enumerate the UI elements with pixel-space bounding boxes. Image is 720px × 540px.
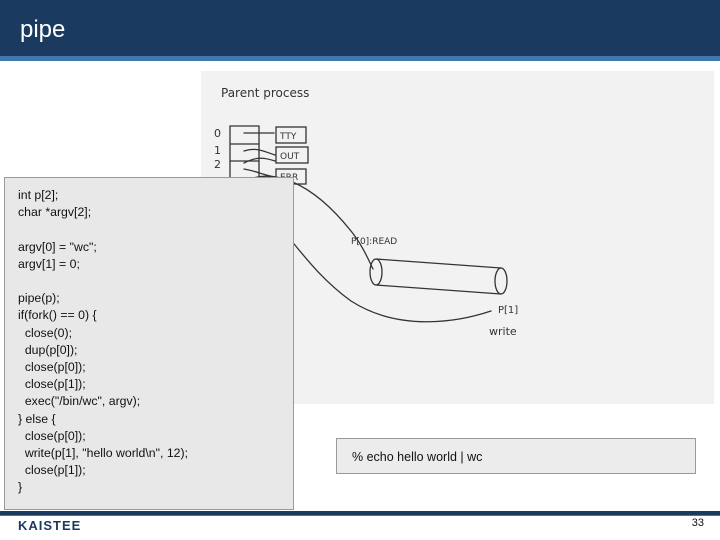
fd-label-1: 1 — [214, 144, 221, 157]
command-panel: % echo hello world | wc — [336, 438, 696, 474]
write-end-label: P[1] — [498, 305, 518, 316]
shell-command: % echo hello world | wc — [352, 450, 483, 464]
tty-box — [275, 126, 307, 144]
read-end-label: P[0]:READ — [351, 237, 397, 247]
title-accent-stripe — [0, 56, 720, 61]
write-word-label: write — [489, 325, 517, 338]
fd2-arrow — [243, 157, 276, 164]
pipe-read-end — [369, 258, 383, 286]
out-box — [275, 146, 309, 164]
pipe-body — [375, 258, 502, 295]
tty-label: TTY — [279, 132, 297, 142]
sketch-heading: Parent process — [221, 86, 309, 100]
fd-table-rows — [229, 125, 260, 196]
footer-rule — [0, 511, 720, 515]
code-panel: int p[2]; char *argv[2]; argv[0] = "wc";… — [4, 177, 294, 510]
code-listing: int p[2]; char *argv[2]; argv[0] = "wc";… — [18, 188, 189, 495]
slide-title: pipe — [20, 16, 66, 43]
pipe-write-end — [494, 267, 508, 295]
page-number: 33 — [691, 517, 704, 529]
fd3-to-read-arrow — [240, 175, 374, 270]
fd1-arrow — [243, 148, 276, 156]
kaist-logo: KAISTEE — [18, 518, 82, 533]
diagram-canvas: Parent process 0 1 2 3 4 TTY OUT ERR P[0… — [214, 86, 518, 402]
footer-rule-accent — [0, 515, 720, 516]
out-label: OUT — [280, 152, 300, 162]
title-bar: pipe — [0, 0, 720, 56]
fd-label-0: 0 — [214, 127, 221, 140]
fd-label-2: 2 — [214, 158, 221, 171]
